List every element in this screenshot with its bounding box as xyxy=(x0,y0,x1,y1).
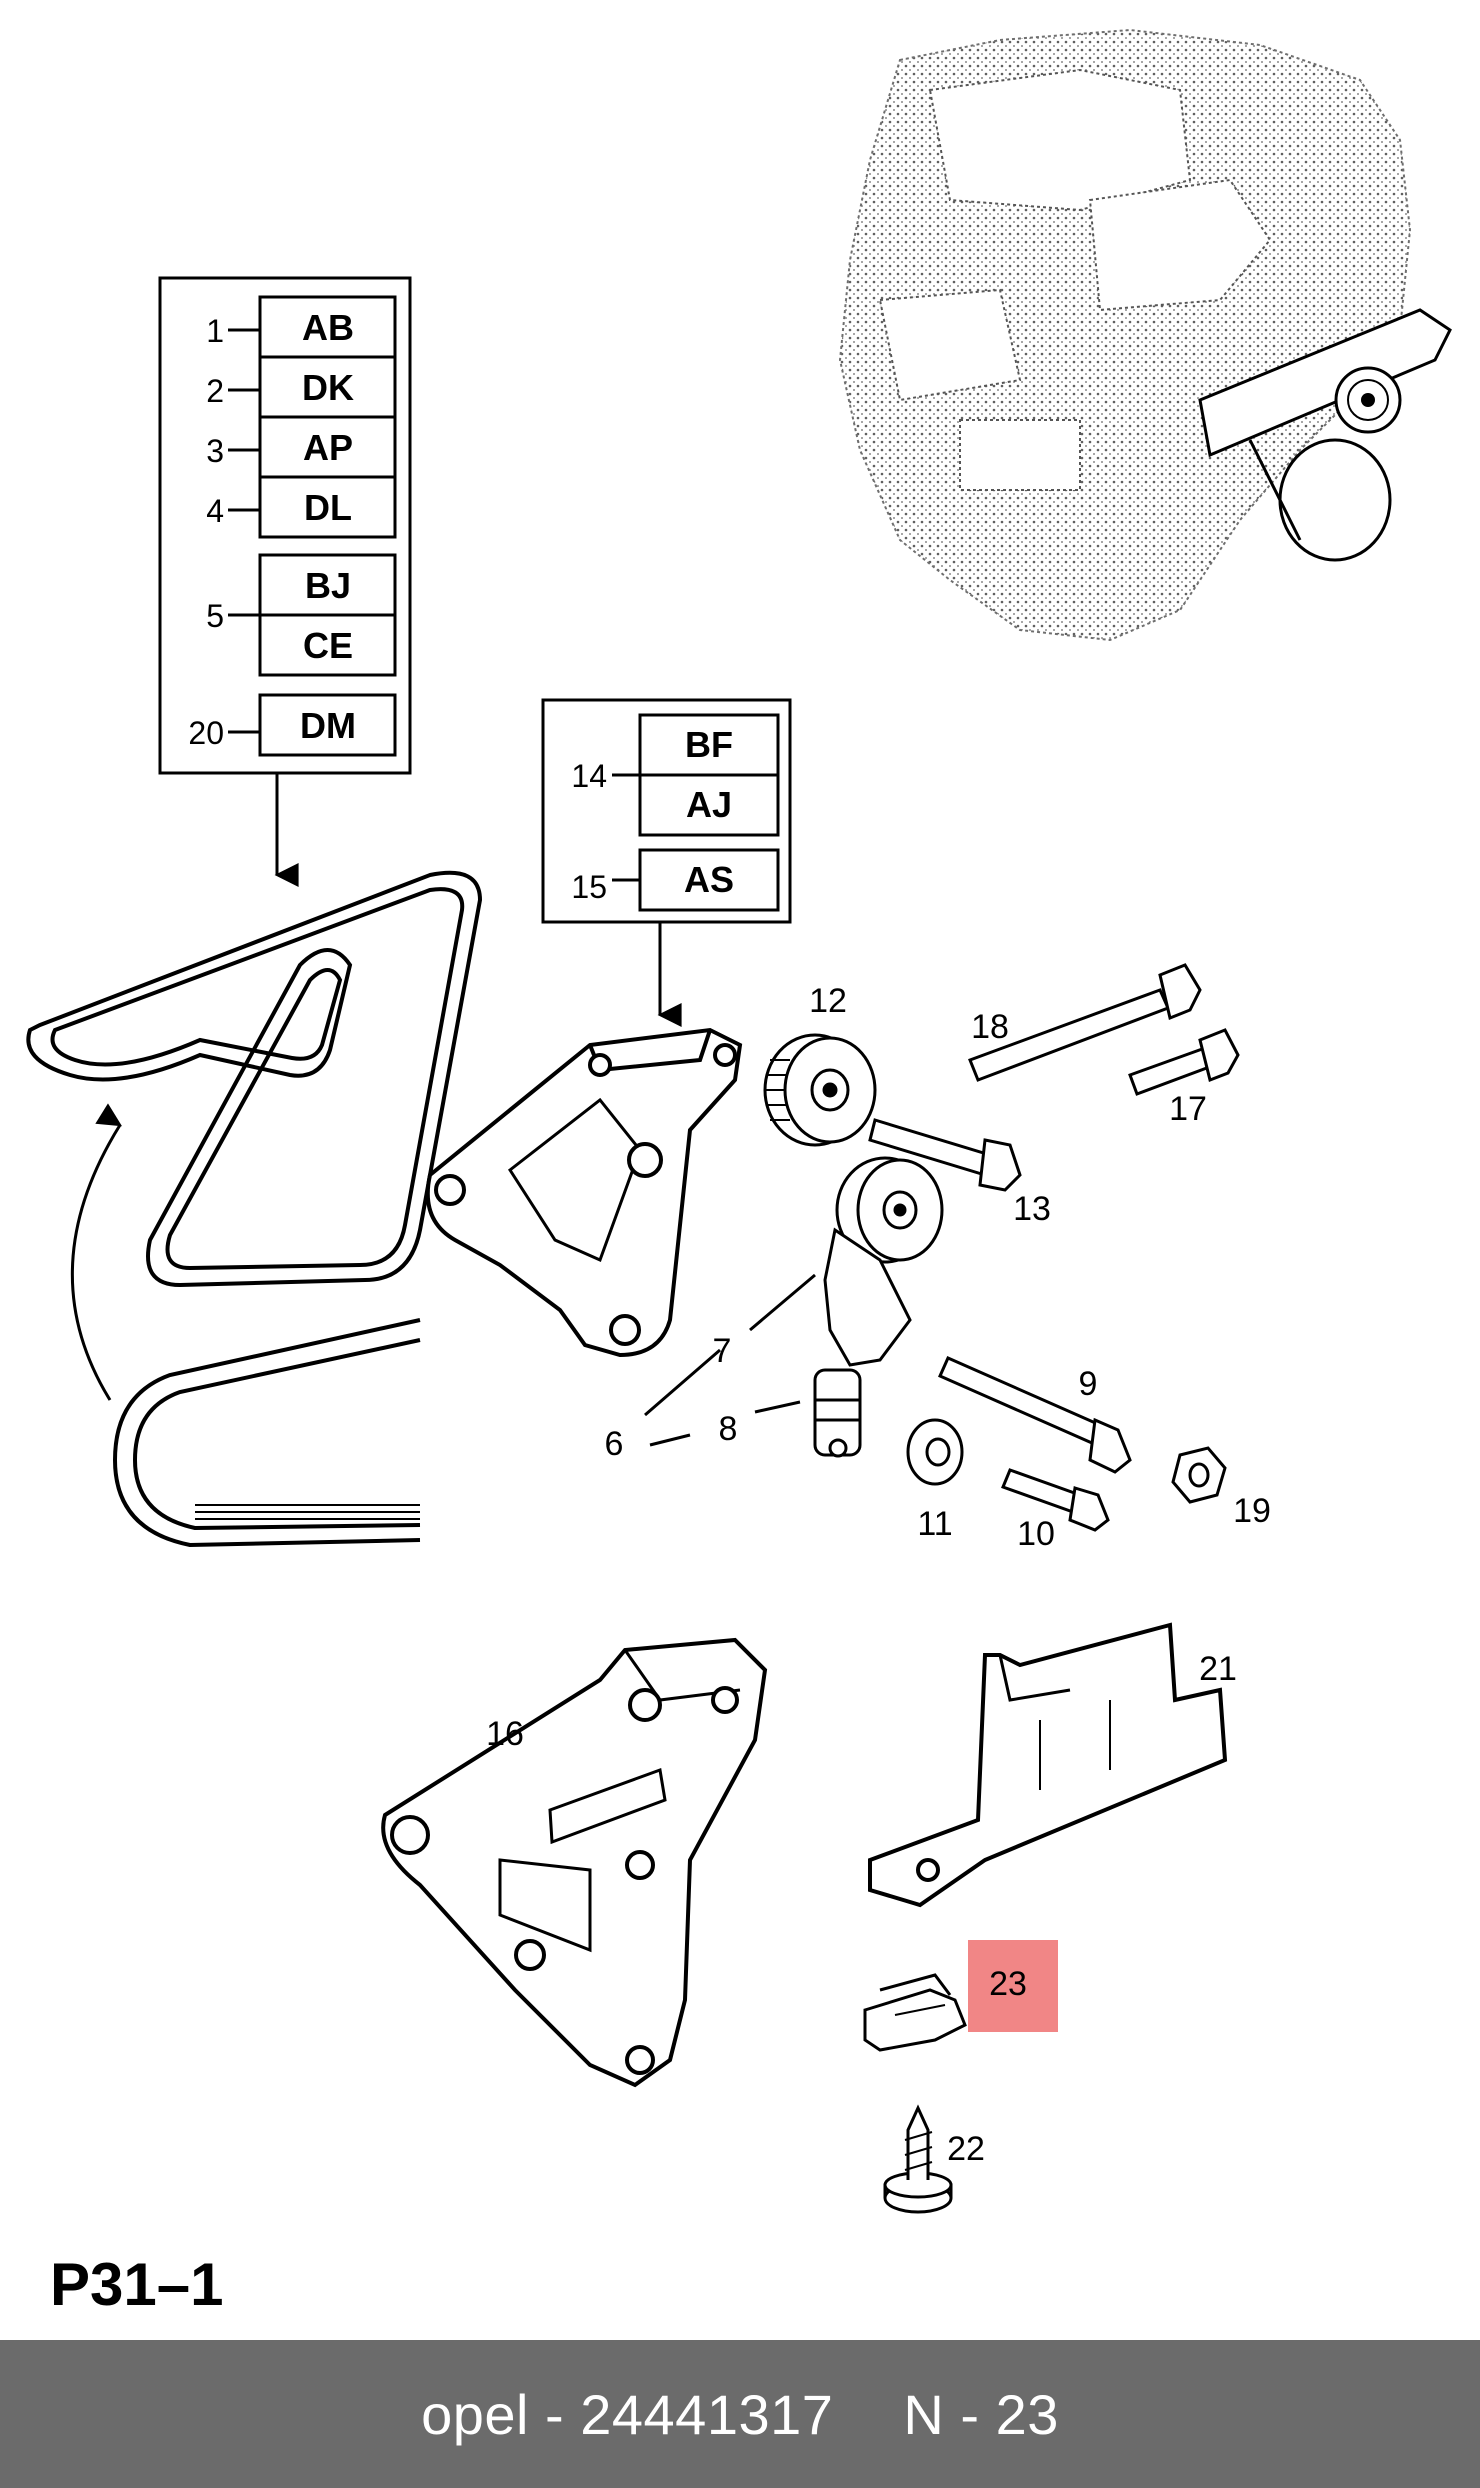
code-label: CE xyxy=(303,625,353,666)
callout-number: 4 xyxy=(206,493,224,529)
footer-part-number: 24441317 xyxy=(580,2382,834,2446)
bolt-pulley xyxy=(868,1118,1022,1192)
callout-number: 3 xyxy=(206,433,224,469)
footer-caption: opel - 24441317 N - 23 xyxy=(0,2340,1480,2488)
heat-shield xyxy=(868,1622,1228,1908)
clip xyxy=(863,1973,967,2052)
idler-pulley xyxy=(763,1033,877,1147)
callout-16: 16 xyxy=(486,1715,524,1753)
drive-belt xyxy=(26,870,483,1548)
nut xyxy=(1171,1446,1227,1504)
code-label: BF xyxy=(685,724,733,765)
engine-illustration xyxy=(838,28,1452,642)
belt-tensioner xyxy=(813,1156,944,1458)
bolt-long xyxy=(968,963,1202,1082)
footer-bar xyxy=(0,2340,1480,2488)
callout-12: 12 xyxy=(809,982,847,1020)
callout-10: 10 xyxy=(1017,1515,1055,1553)
callout-21: 21 xyxy=(1199,1650,1237,1688)
callout-number: 2 xyxy=(206,373,224,409)
callout-9: 9 xyxy=(1079,1365,1098,1403)
page-code: P31–1 xyxy=(50,2251,224,2318)
bolt-short xyxy=(1128,1028,1240,1096)
code-label: DM xyxy=(300,705,356,746)
code-box-belts: AB DK AP DL BJ CE DM 1 2 3 4 5 xyxy=(158,276,412,887)
highlight-marker xyxy=(968,1940,1058,2032)
bolt-tensioner xyxy=(938,1356,1132,1474)
callout-19: 19 xyxy=(1233,1492,1271,1530)
callout-7: 7 xyxy=(713,1332,732,1370)
code-label: AB xyxy=(302,307,354,348)
washer xyxy=(906,1418,964,1486)
code-label: BJ xyxy=(305,565,351,606)
callout-8: 8 xyxy=(719,1410,738,1448)
callout-22: 22 xyxy=(947,2130,985,2168)
callout-23: 23 xyxy=(989,1965,1027,2003)
footer-separator: - xyxy=(545,2382,565,2446)
callout-number: 20 xyxy=(188,715,224,751)
code-box-brackets: BF AJ AS 14 15 xyxy=(541,698,792,1027)
code-label: DK xyxy=(302,367,354,408)
code-label: DL xyxy=(304,487,352,528)
bolt-small xyxy=(1001,1468,1110,1532)
footer-position: N - 23 xyxy=(903,2382,1059,2446)
callout-6: 6 xyxy=(605,1425,624,1463)
tensioner-bracket xyxy=(425,1027,743,1358)
code-label: AS xyxy=(684,859,734,900)
callout-17: 17 xyxy=(1169,1090,1207,1128)
callout-13: 13 xyxy=(1013,1190,1051,1228)
callout-11: 11 xyxy=(917,1505,952,1543)
callout-number: 15 xyxy=(571,869,607,905)
callout-18: 18 xyxy=(971,1008,1009,1046)
mounting-bracket xyxy=(381,1637,768,2088)
leader-lines xyxy=(644,1273,816,1447)
callout-number: 14 xyxy=(571,758,607,794)
code-label: AJ xyxy=(686,784,732,825)
callout-number: 5 xyxy=(206,598,224,634)
code-label: AP xyxy=(303,427,353,468)
footer-brand: opel xyxy=(421,2382,529,2446)
callout-number: 1 xyxy=(206,313,224,349)
screw xyxy=(883,2104,953,2214)
